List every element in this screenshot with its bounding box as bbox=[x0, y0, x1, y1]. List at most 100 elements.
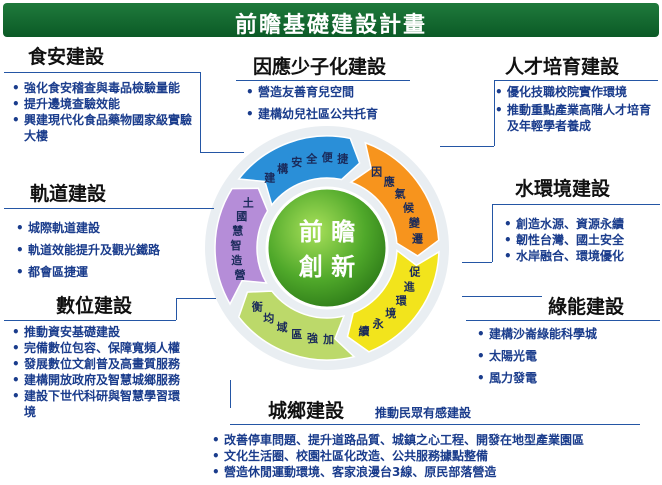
food-safety-rule bbox=[4, 72, 200, 73]
ring-label-char: 變 bbox=[409, 216, 421, 230]
center-text-line2: 創 新 bbox=[299, 253, 355, 281]
urban-item: 文化生活圈、校園社區化改造、公共服務據點整備 bbox=[212, 448, 660, 464]
urban-heading: 城鄉建設 bbox=[268, 400, 345, 422]
rail-item: 城際軌道建設 bbox=[16, 220, 216, 236]
digital-list: 推動資安基礎建設 完備數位包容、保障寬頻人權 發展數位文創普及高畫質服務 建構開… bbox=[12, 324, 190, 420]
ring-label-char: 應 bbox=[384, 175, 395, 189]
ring-segment bbox=[237, 135, 361, 207]
center-circle bbox=[265, 186, 389, 310]
water-item: 韌性台灣、國土安全 bbox=[504, 232, 662, 248]
urban-connector bbox=[230, 380, 231, 408]
childcare-heading: 因應少子化建設 bbox=[253, 56, 387, 78]
talent-rule bbox=[494, 80, 658, 81]
digital-item: 發展數位文創普及高畫質服務 bbox=[12, 356, 190, 372]
ring-label-char: 建 bbox=[264, 170, 276, 184]
digital-heading: 數位建設 bbox=[56, 295, 133, 317]
ring-label-char: 遷 bbox=[412, 233, 423, 246]
green-energy-item: 太陽光電 bbox=[477, 348, 660, 364]
ring-label-char: 全 bbox=[305, 151, 318, 165]
water-item: 創造水源、資源永續 bbox=[504, 216, 662, 232]
rail-item: 都會區捷運 bbox=[16, 264, 216, 280]
ring-label-char: 續 bbox=[359, 324, 370, 338]
page-title: 前瞻基礎建設計畫 bbox=[234, 13, 427, 38]
digital-rule bbox=[4, 320, 176, 321]
ring-label-char: 加 bbox=[322, 332, 334, 346]
urban-list: 改善停車問題、提升道路品質、城鎮之心工程、開發在地型產業園區 文化生活圈、校園社… bbox=[212, 432, 660, 480]
water-rule bbox=[492, 204, 660, 205]
talent-item: 推動重點產業高階人才培育及年輕學者養成 bbox=[495, 102, 660, 134]
urban-item: 改善停車問題、提升道路品質、城鎮之心工程、開發在地型產業園區 bbox=[212, 432, 660, 448]
urban-rule bbox=[230, 424, 640, 425]
ring-label-char: 國 bbox=[236, 210, 247, 223]
ring-label-char: 土 bbox=[243, 196, 254, 210]
ring-label-char: 境 bbox=[385, 306, 396, 320]
rail-heading: 軌道建設 bbox=[30, 183, 107, 205]
water-item: 水岸融合、環境優化 bbox=[504, 248, 662, 264]
ring-label-char: 便 bbox=[322, 150, 334, 164]
childcare-item: 營造友善育兒空間 bbox=[246, 84, 446, 100]
urban-subtitle: 推動民眾有感建設 bbox=[375, 406, 472, 420]
green-energy-item: 建構沙崙綠能科學城 bbox=[477, 326, 660, 342]
food-safety-connector bbox=[200, 72, 201, 152]
ring-label-char: 智 bbox=[231, 238, 242, 252]
ring-segment bbox=[346, 248, 440, 353]
ring-label-char: 強 bbox=[307, 331, 318, 345]
ring-label-char: 候 bbox=[403, 201, 415, 215]
green-energy-item: 風力發電 bbox=[477, 370, 660, 386]
ring-segment bbox=[349, 141, 440, 257]
ring-label-char: 衡 bbox=[252, 300, 263, 314]
digital-connector-h bbox=[176, 298, 216, 299]
rail-list: 城際軌道建設 軌道效能提升及觀光鐵路 都會區捷運 bbox=[16, 220, 216, 286]
ring-label-char: 永 bbox=[372, 316, 385, 330]
ring-label-char: 安 bbox=[291, 155, 302, 169]
childcare-rule bbox=[236, 80, 410, 81]
ring-labels: 建構安全便捷因應氣候變遷促進環境永續加強區域均衡營造智慧國土 bbox=[231, 150, 424, 346]
water-heading: 水環境建設 bbox=[515, 178, 611, 200]
ring-label-char: 慧 bbox=[232, 223, 243, 237]
green-energy-list: 建構沙崙綠能科學城 太陽光電 風力發電 bbox=[477, 326, 660, 392]
ring-label-char: 營 bbox=[235, 268, 246, 282]
ring-label-char: 捷 bbox=[337, 151, 349, 165]
ring-segments bbox=[214, 135, 440, 361]
digital-connector bbox=[176, 298, 177, 320]
digital-item: 完備數位包容、保障寬頻人權 bbox=[12, 340, 190, 356]
center-text-line1: 前 瞻 bbox=[299, 218, 355, 246]
digital-item: 推動資安基礎建設 bbox=[12, 324, 190, 340]
ring-label-char: 因 bbox=[371, 166, 382, 179]
title-banner: 前瞻基礎建設計畫 bbox=[3, 3, 659, 38]
green-energy-connector-h bbox=[462, 296, 542, 297]
ring-label-char: 氣 bbox=[395, 187, 406, 201]
digital-item: 建設下世代科研與智慧學習環境 bbox=[12, 388, 190, 420]
childcare-list: 營造友善育兒空間 建構幼兒社區公共托育 bbox=[246, 84, 446, 128]
rail-item: 軌道效能提升及觀光鐵路 bbox=[16, 242, 216, 258]
green-energy-rule bbox=[466, 320, 660, 321]
food-safety-heading: 食安建設 bbox=[28, 46, 105, 68]
ring-segment bbox=[237, 290, 356, 361]
water-connector-h bbox=[462, 262, 492, 263]
ring-segment bbox=[214, 187, 269, 306]
ring-label-char: 環 bbox=[396, 295, 408, 308]
ring-label-char: 均 bbox=[263, 311, 274, 325]
talent-connector-h bbox=[440, 146, 494, 147]
childcare-item: 建構幼兒社區公共托育 bbox=[246, 106, 446, 122]
green-energy-heading: 綠能建設 bbox=[548, 296, 625, 318]
urban-item: 營造休閒運動環境、客家浪漫台3線、原民部落營造 bbox=[212, 464, 660, 480]
ring-label-char: 促 bbox=[408, 265, 421, 279]
food-safety-item: 提升邊境查驗效能 bbox=[12, 96, 192, 112]
talent-item: 優化技職校院實作環境 bbox=[495, 84, 660, 100]
talent-list: 優化技職校院實作環境 推動重點產業高階人才培育及年輕學者養成 bbox=[495, 84, 660, 136]
ring-label-char: 造 bbox=[231, 253, 243, 267]
water-connector bbox=[492, 204, 493, 262]
ring-label-char: 進 bbox=[404, 280, 416, 294]
rail-rule bbox=[4, 208, 214, 209]
ring-label-char: 域 bbox=[277, 320, 288, 334]
food-safety-list: 強化食安稽查與毒品檢驗量能 提升邊境查驗效能 興建現代化食品藥物國家級實驗大樓 bbox=[12, 80, 192, 144]
food-safety-item: 強化食安稽查與毒品檢驗量能 bbox=[12, 80, 192, 96]
ring-label-char: 區 bbox=[291, 328, 302, 341]
food-safety-connector-h bbox=[200, 152, 244, 153]
food-safety-item: 興建現代化食品藥物國家級實驗大樓 bbox=[12, 112, 192, 144]
talent-heading: 人才培育建設 bbox=[505, 56, 620, 78]
water-list: 創造水源、資源永續 韌性台灣、國土安全 水岸融合、環境優化 bbox=[504, 216, 662, 264]
digital-item: 建構開放政府及智慧城鄉服務 bbox=[12, 372, 190, 388]
